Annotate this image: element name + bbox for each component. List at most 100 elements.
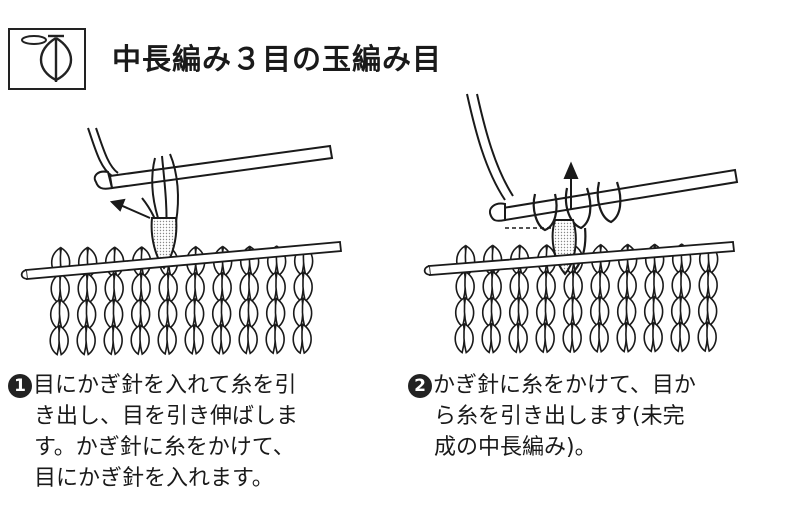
knit-stitch bbox=[275, 271, 286, 303]
knit-stitch bbox=[194, 271, 205, 303]
knit-stitch bbox=[248, 271, 259, 303]
knit-stitch bbox=[517, 296, 529, 328]
knit-stitch bbox=[508, 296, 520, 328]
knit-stitch bbox=[140, 272, 151, 304]
stitch-symbol-box bbox=[8, 28, 86, 90]
knit-stitch bbox=[464, 270, 475, 302]
knit-stitch bbox=[698, 269, 710, 301]
knit-stitch bbox=[301, 323, 312, 355]
knit-stitch bbox=[572, 269, 583, 302]
knit-stitch bbox=[104, 272, 116, 304]
knit-stitch bbox=[616, 295, 628, 327]
knit-stitch bbox=[454, 296, 466, 328]
crochet-hook bbox=[93, 144, 334, 190]
knit-fabric bbox=[49, 245, 314, 356]
knit-stitch bbox=[508, 322, 520, 354]
knit-stitch bbox=[463, 322, 474, 354]
knit-stitch bbox=[563, 269, 575, 302]
knit-stitch bbox=[247, 297, 259, 329]
knit-stitch bbox=[653, 269, 664, 301]
knit-stitch bbox=[184, 323, 196, 355]
knit-stitch bbox=[571, 321, 582, 354]
step-text-line: ら糸を引き出します(未完 bbox=[434, 404, 685, 429]
knit-stitch bbox=[671, 269, 683, 301]
knit-stitch bbox=[221, 271, 232, 303]
knit-stitch bbox=[220, 297, 232, 329]
knit-stitch bbox=[707, 269, 718, 301]
working-yarn bbox=[87, 127, 113, 177]
knit-stitch bbox=[211, 323, 223, 355]
knit-stitch bbox=[157, 297, 169, 330]
knit-stitch bbox=[238, 323, 250, 355]
knit-stitch bbox=[292, 323, 304, 355]
knit-stitch bbox=[238, 297, 250, 329]
step-text-line: 目にかぎ針を入れます。 bbox=[34, 466, 274, 491]
knit-stitch bbox=[59, 272, 70, 304]
knit-stitch bbox=[617, 269, 629, 301]
knit-stitch bbox=[166, 323, 177, 356]
knit-stitch bbox=[625, 321, 636, 353]
knit-stitch bbox=[589, 295, 601, 327]
knitting-needle bbox=[423, 241, 735, 276]
knit-stitch bbox=[679, 321, 690, 353]
knit-stitch bbox=[481, 322, 493, 354]
knit-stitch bbox=[670, 321, 682, 353]
knit-stitch bbox=[706, 295, 718, 327]
knit-stitch bbox=[482, 270, 494, 302]
knit-stitch bbox=[85, 324, 96, 356]
step2-illustration bbox=[423, 93, 739, 354]
knit-stitch bbox=[112, 324, 123, 356]
knit-stitch bbox=[536, 270, 548, 302]
step-number-badge: 1 bbox=[8, 374, 32, 398]
knit-stitch bbox=[239, 271, 251, 303]
knit-stitch bbox=[266, 271, 278, 303]
knit-stitch bbox=[112, 298, 124, 330]
knit-stitch bbox=[509, 270, 521, 302]
knit-stitch bbox=[670, 295, 682, 327]
knit-stitch bbox=[535, 296, 547, 328]
knit-stitch bbox=[167, 271, 178, 304]
knit-stitch bbox=[139, 324, 150, 356]
knit-stitch bbox=[545, 270, 556, 302]
knit-stitch bbox=[50, 272, 62, 304]
step-text-line: かぎ針に糸をかけて、目か bbox=[433, 373, 696, 398]
knit-stitch bbox=[166, 297, 178, 330]
knit-stitch bbox=[265, 297, 277, 329]
knit-stitch bbox=[139, 298, 151, 330]
knit-stitch bbox=[113, 272, 124, 304]
knit-stitch bbox=[706, 321, 717, 353]
knit-stitch bbox=[185, 271, 197, 303]
page-title: 中長編み３目の玉編み目 bbox=[112, 42, 443, 76]
knit-stitch bbox=[652, 295, 664, 327]
knit-stitch bbox=[598, 295, 610, 327]
knit-stitch bbox=[490, 296, 502, 328]
knit-stitch bbox=[76, 324, 88, 356]
knit-stitch bbox=[455, 270, 467, 302]
knit-stitch bbox=[562, 321, 574, 354]
knit-stitch bbox=[562, 295, 574, 328]
knit-stitch bbox=[679, 295, 691, 327]
knit-stitch bbox=[130, 324, 142, 356]
knit-stitch bbox=[544, 322, 555, 354]
step-text-line: す。かぎ針に糸をかけて、 bbox=[34, 435, 295, 460]
pulled-loop bbox=[150, 217, 178, 270]
knit-stitch bbox=[292, 297, 304, 329]
knit-stitch bbox=[302, 271, 313, 303]
knit-stitch bbox=[58, 298, 70, 330]
knitting-needle bbox=[20, 241, 342, 280]
knit-stitch bbox=[293, 271, 305, 303]
step-text-line: 目にかぎ針を入れて糸を引 bbox=[33, 373, 297, 398]
knit-stitch bbox=[85, 298, 97, 330]
knit-stitch bbox=[158, 271, 170, 304]
knit-stitch bbox=[697, 321, 709, 353]
working-yarn bbox=[466, 93, 506, 201]
knit-stitch bbox=[220, 323, 231, 355]
knit-stitch bbox=[518, 270, 529, 302]
knit-stitch bbox=[58, 324, 69, 356]
knit-stitch bbox=[86, 272, 97, 304]
knit-stitch bbox=[49, 324, 61, 356]
knit-stitch bbox=[463, 296, 475, 328]
knit-stitch bbox=[616, 321, 628, 353]
